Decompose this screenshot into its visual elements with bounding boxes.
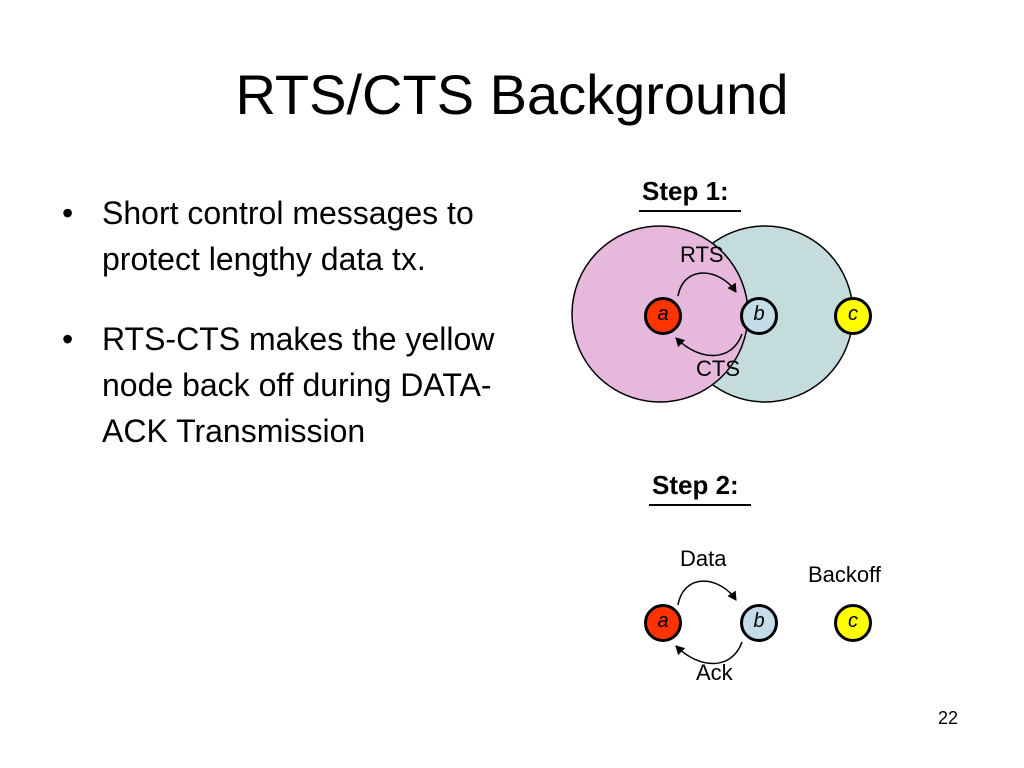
bullet-item: • RTS-CTS makes the yellow node back off… (58, 316, 498, 454)
node-b-step1: b (740, 297, 778, 335)
node-a-label: a (657, 303, 669, 325)
step2-underline (649, 504, 751, 506)
step2-label-text: Step 2: (652, 470, 739, 500)
rts-label: RTS (680, 242, 724, 267)
bullet-marker: • (62, 321, 74, 357)
node-b-step2: b (740, 604, 778, 642)
node-c-step2: c (834, 604, 872, 642)
node-a-label: a (657, 610, 669, 632)
step1-underline (639, 210, 741, 212)
ack-label: Ack (696, 660, 733, 685)
node-c-step1: c (834, 297, 872, 335)
node-b-label: b (753, 610, 765, 632)
backoff-label: Backoff (808, 562, 881, 587)
node-b-label: b (753, 303, 765, 325)
data-arrow (677, 580, 737, 606)
cts-label: CTS (696, 356, 740, 381)
data-label: Data (680, 546, 727, 571)
node-c-label: c (848, 610, 858, 632)
ack-arrow (675, 641, 743, 665)
node-a-step2: a (644, 604, 682, 642)
rts-arrow (677, 272, 737, 297)
node-c-label: c (848, 303, 858, 325)
bullet-text: RTS-CTS makes the yellow node back off d… (102, 321, 495, 449)
step2-label: Step 2: (649, 470, 751, 506)
bullet-marker: • (62, 195, 74, 231)
page-number: 22 (938, 708, 959, 728)
step1-label: Step 1: (639, 176, 741, 212)
bullet-text: Short control messages to protect length… (102, 195, 474, 277)
bullet-item: • Short control messages to protect leng… (58, 190, 498, 282)
bullet-list: • Short control messages to protect leng… (58, 190, 498, 488)
node-a-step1: a (644, 297, 682, 335)
cts-arrow (675, 333, 743, 357)
slide-title: RTS/CTS Background (235, 63, 789, 126)
step1-label-text: Step 1: (642, 176, 729, 206)
